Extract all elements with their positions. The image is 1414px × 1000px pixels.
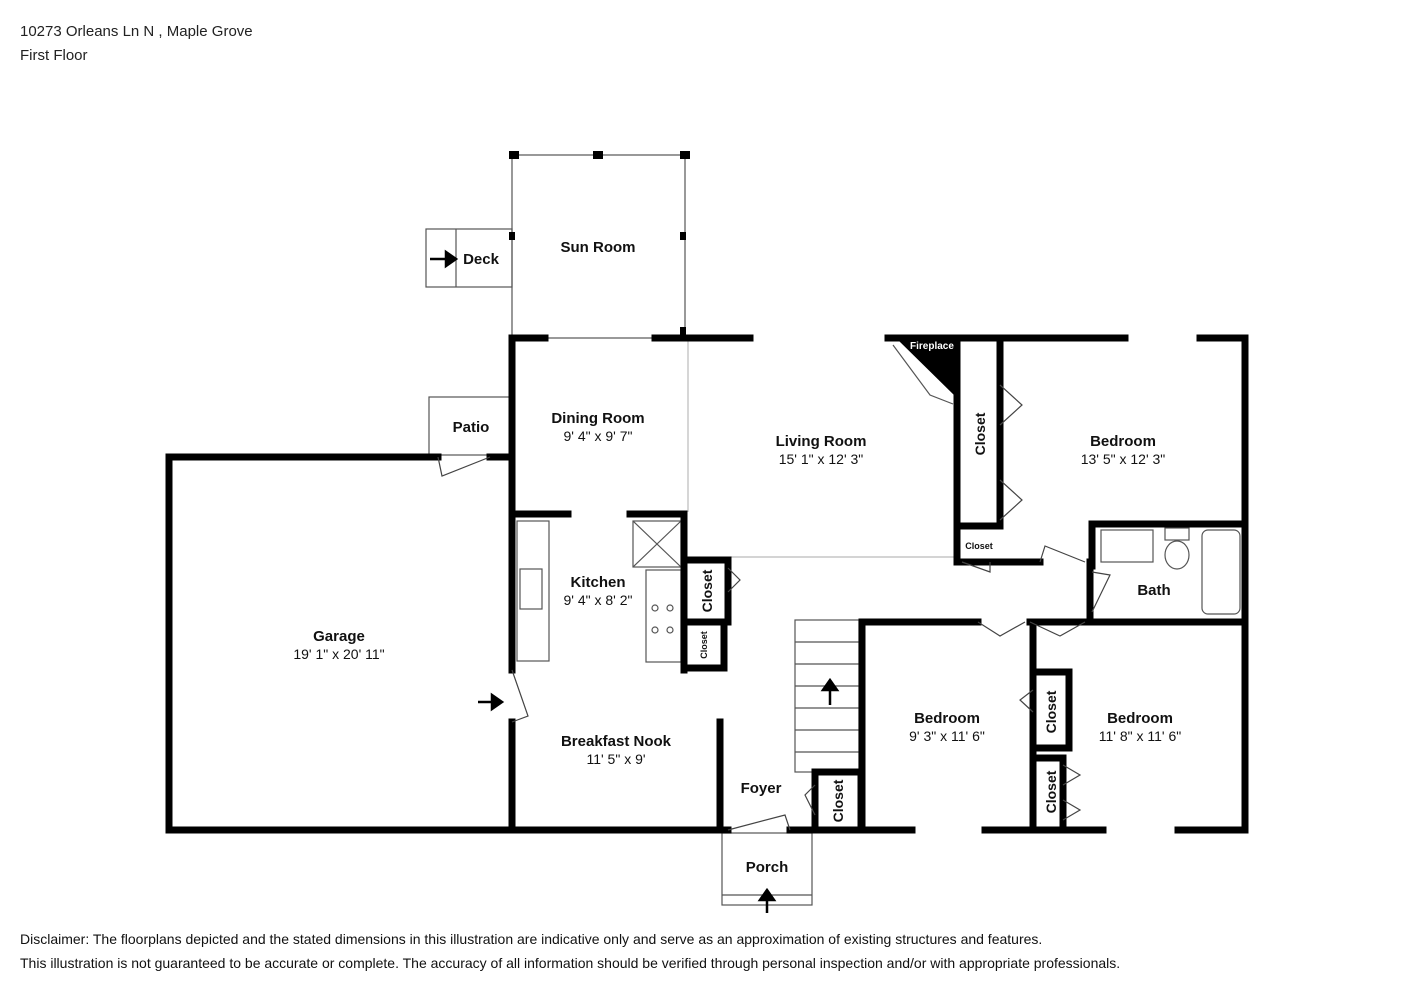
- closet-foyer: Closet: [830, 779, 846, 822]
- stairs: [794, 619, 860, 773]
- deck-name: Deck: [463, 251, 500, 268]
- sun-room-posts: [509, 151, 690, 335]
- main-bedroom-dims: 13' 5" x 12' 3": [1081, 451, 1166, 467]
- breakfast-nook-dims: 11' 5" x 9': [586, 751, 645, 767]
- closet-small-hall: Closet: [965, 541, 993, 551]
- patio-name: Patio: [453, 419, 490, 436]
- bedroom-3-dims: 11' 8" x 11' 6": [1099, 728, 1182, 744]
- closet-kitchen-2: Closet: [699, 631, 709, 659]
- garage-dims: 19' 1" x 20' 11": [293, 646, 384, 662]
- floor-label: First Floor: [20, 47, 88, 64]
- closet-main-bedroom: Closet: [972, 412, 988, 455]
- bathtub: [1201, 529, 1241, 615]
- bedroom-3-name: Bedroom: [1107, 710, 1173, 727]
- foyer-name: Foyer: [741, 780, 782, 797]
- kitchen-name: Kitchen: [570, 574, 625, 591]
- garage-name: Garage: [313, 628, 365, 645]
- counter-right: [645, 569, 682, 663]
- sun-room-name: Sun Room: [561, 239, 636, 256]
- toilet: [1164, 540, 1190, 570]
- bath-name: Bath: [1137, 582, 1170, 599]
- walls: [165, 334, 1249, 834]
- deck-outline: [425, 228, 513, 288]
- porch-name: Porch: [746, 859, 789, 876]
- closet-kitchen-1: Closet: [699, 569, 715, 612]
- living-room-name: Living Room: [776, 433, 867, 450]
- sink: [519, 568, 543, 610]
- dining-room-name: Dining Room: [551, 410, 644, 427]
- closet-bedroom-3b: Closet: [1043, 770, 1059, 813]
- kitchen-dims: 9' 4" x 8' 2": [564, 592, 633, 608]
- disclaimer-line-2: This illustration is not guaranteed to b…: [20, 955, 1121, 971]
- counter-left: [516, 520, 550, 662]
- address-text: 10273 Orleans Ln N , Maple Grove: [20, 23, 253, 40]
- closet-labels: Closet Closet Closet Closet Closet Close…: [699, 412, 1059, 822]
- fireplace-block: [898, 340, 957, 398]
- bedroom-2-dims: 9' 3" x 11' 6": [909, 728, 985, 744]
- entry-arrows: [430, 249, 840, 913]
- main-bedroom-name: Bedroom: [1090, 433, 1156, 450]
- doors: [437, 384, 1111, 831]
- bedroom-2-name: Bedroom: [914, 710, 980, 727]
- breakfast-nook-name: Breakfast Nook: [561, 733, 672, 750]
- room-labels: Sun Room Deck Patio Dining Room 9' 4" x …: [293, 239, 1181, 876]
- disclaimer-line-1: Disclaimer: The floorplans depicted and …: [20, 931, 1043, 947]
- fireplace-label: Fireplace: [910, 341, 954, 352]
- living-room-dims: 15' 1" x 12' 3": [779, 451, 864, 467]
- closet-bedroom-3a: Closet: [1043, 690, 1059, 733]
- dining-room-dims: 9' 4" x 9' 7": [564, 428, 633, 444]
- bath-sink: [1100, 529, 1154, 563]
